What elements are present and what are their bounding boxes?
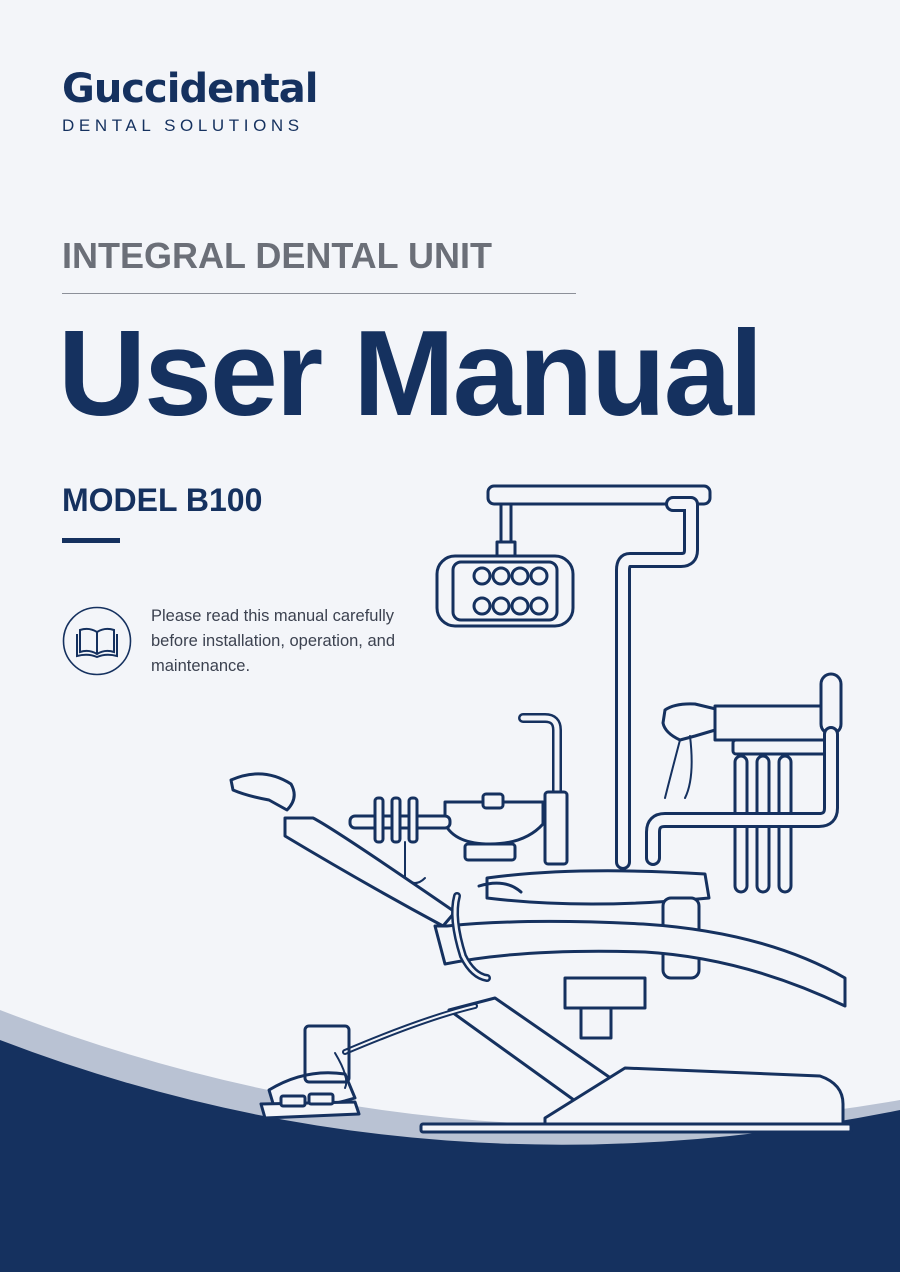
wave-dark-band <box>0 1040 900 1272</box>
brand-tagline: DENTAL SOLUTIONS <box>62 116 304 135</box>
brand-logo: Guccidental DENTAL SOLUTIONS <box>62 66 319 136</box>
model-label: MODEL B100 <box>62 482 263 518</box>
dental-chair-unit-illustration <box>229 484 853 1134</box>
brand-name: Guccidental <box>62 66 319 112</box>
cover-subtitle: INTEGRAL DENTAL UNIT <box>62 235 492 276</box>
model-underline <box>62 538 120 543</box>
subtitle-divider <box>62 293 576 294</box>
cover-title: User Manual <box>58 305 763 441</box>
notice-text: Please read this manual carefully before… <box>151 607 396 675</box>
open-book-icon <box>62 606 132 676</box>
